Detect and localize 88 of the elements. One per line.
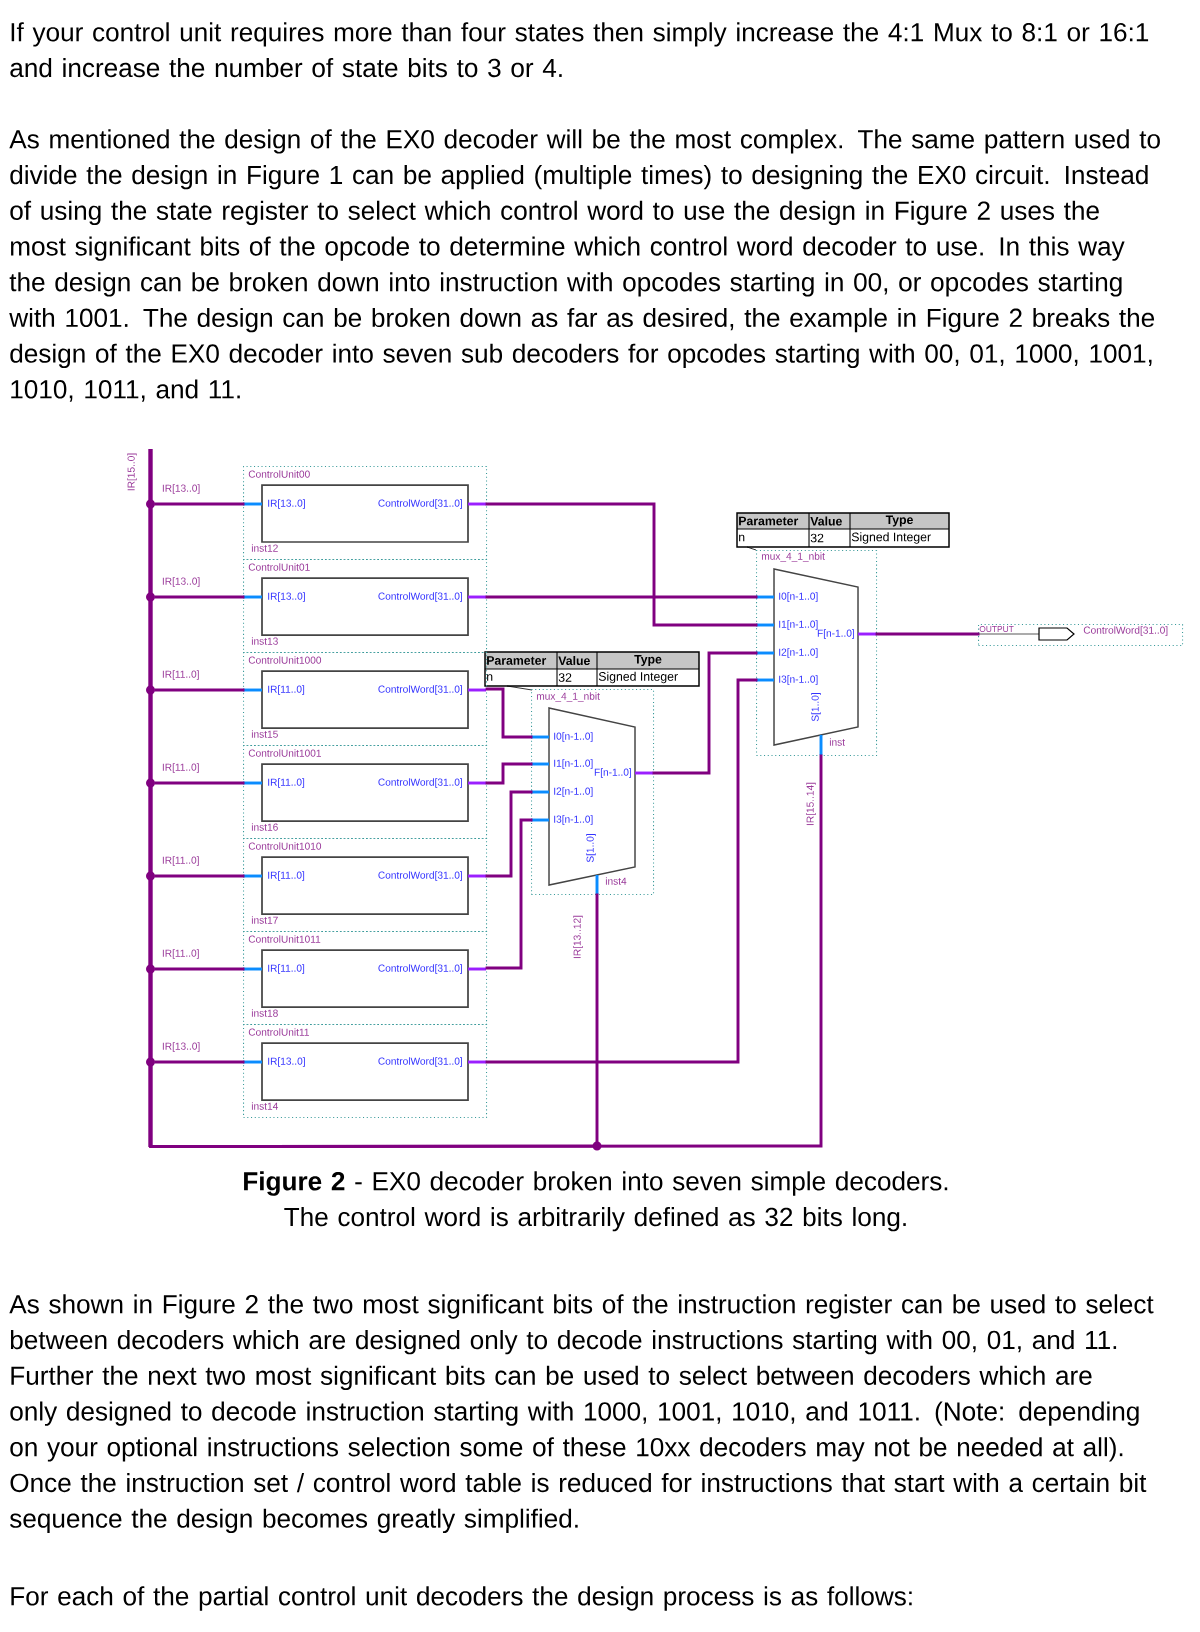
port-label: IR[11..0] <box>268 778 305 788</box>
table-cell: n <box>739 534 745 542</box>
port-label: I0[n-1..0] <box>554 732 593 742</box>
port-label: S[1..0] <box>586 834 596 863</box>
block-name: ControlUnit00 <box>248 470 310 478</box>
bus-label: IR[15..0] <box>127 453 137 491</box>
wire <box>154 967 245 971</box>
wire <box>485 678 758 1064</box>
block-name: ControlUnit1000 <box>248 656 322 664</box>
block-name: mux_4_1_nbit <box>536 692 600 702</box>
wire-label: IR[13..0] <box>161 576 201 588</box>
wire-label: IR[11..0] <box>161 669 201 681</box>
paragraph: As mentioned the design of the EX0 decoder will be the most complex. The same pattern used to divide the design in Figure 1 can be applied (multiple times) to designing the EX0 circuit. Instead of using the state register to select which control word to use the design in Figure 2 uses the most significant bits of the opcode to determine which control word decoder to use. In this way the design can be broken down into instruction with opcodes starting in 00, or opcodes starting with 1001. The design can be broken down as far as desired, the example in Figure 2 breaks the design of the EX0 decoder into seven sub decoders for opcodes starting with 00, 01, 1000, 1001, 1010, 1011, and 11. <box>9 129 1160 402</box>
port-label: IR[11..0] <box>268 871 305 881</box>
wire <box>154 595 245 599</box>
port-label: ControlWord[31..0] <box>378 778 462 788</box>
wire <box>485 818 533 970</box>
wire-label: IR[11..0] <box>161 855 201 867</box>
port-label: ControlWord[31..0] <box>378 871 462 881</box>
table-cell: Signed Integer <box>598 671 678 684</box>
port-label: IR[13..0] <box>268 592 305 602</box>
wire <box>154 502 245 506</box>
instance-label: inst4 <box>605 877 627 885</box>
wire <box>154 688 245 692</box>
block-name: ControlUnit11 <box>248 1028 309 1036</box>
table-cell: Parameter <box>487 656 547 665</box>
wire <box>485 595 758 599</box>
block-name: ControlUnit1001 <box>248 749 321 757</box>
wire-label: IR[15..14] <box>805 781 817 827</box>
table-cell: Value <box>558 656 590 665</box>
instance-label: inst16 <box>251 823 278 831</box>
port-label: ControlWord[31..0] <box>378 1057 462 1067</box>
port-label: IR[11..0] <box>268 685 305 695</box>
port-label: F[n-1..0] <box>594 768 631 778</box>
wire-label: IR[11..0] <box>161 762 201 774</box>
pin-name: ControlWord[31..0] <box>1083 626 1168 636</box>
port-label: ControlWord[31..0] <box>378 592 462 602</box>
block-name: ControlUnit01 <box>248 563 310 571</box>
figure-caption: Figure 2 - EX0 decoder broken into seven simple decoders. The control word is arbitrarily defined as 32 bits long. <box>244 1171 948 1232</box>
table-cell: Signed Integer <box>851 532 931 544</box>
port-label: I0[n-1..0] <box>779 592 818 602</box>
wire <box>149 754 823 1148</box>
paragraph: As shown in Figure 2 the two most significant bits of the instruction register can be used to select between decoders which are designed only to decode instructions starting with 00, 01, and 11. Further the next two most significant bits can be used to select between decoders which are only designed to decode instruction starting with 1000, 1001, 1010, and 1011. (Note: depending on your optional instructions selection some of these 10xx decoders may not be needed at all). Once the instruction set / control word table is reduced for instructions that start with a certain bit sequence the design becomes greatly simplified. <box>9 1294 1154 1534</box>
wire-label: IR[13..0] <box>161 483 201 495</box>
port-label: IR[13..0] <box>268 1057 305 1067</box>
instance-label: inst15 <box>251 730 278 738</box>
table-cell: Parameter <box>739 516 799 526</box>
block-name: mux_4_1_nbit <box>761 552 825 562</box>
wire <box>154 1060 245 1064</box>
port-label: ControlWord[31..0] <box>378 685 462 695</box>
port-label: ControlWord[31..0] <box>378 964 462 974</box>
instance-label: inst12 <box>251 544 278 552</box>
port-label: I1[n-1..0] <box>554 759 593 769</box>
port-label: ControlWord[31..0] <box>378 499 462 509</box>
port-label: I2[n-1..0] <box>779 648 818 658</box>
port-label: I1[n-1..0] <box>779 620 818 630</box>
wire <box>875 632 980 636</box>
wire <box>154 781 245 785</box>
port-label: I3[n-1..0] <box>554 815 593 825</box>
instance-label: inst14 <box>251 1102 278 1110</box>
port-label: IR[13..0] <box>268 499 305 509</box>
table-cell: Type <box>885 515 913 527</box>
instance-label: inst17 <box>251 916 278 924</box>
wire-label: IR[13..0] <box>161 1041 201 1053</box>
instance-label: inst <box>829 738 845 746</box>
instance-label: inst13 <box>251 637 278 645</box>
wire <box>652 651 758 775</box>
wire <box>485 790 533 878</box>
paragraph: For each of the partial control unit decoders the design process is as follows: <box>11 1586 912 1611</box>
block-name: ControlUnit1010 <box>248 842 322 850</box>
paragraph: If your control unit requires more than four states then simply increase the 4:1 Mux to 8:1 or 16:1 and increase the number of state bits to 3 or 4. <box>10 22 1149 78</box>
block-name: ControlUnit1011 <box>248 935 321 943</box>
wire <box>154 874 245 878</box>
port-label: I3[n-1..0] <box>779 675 818 685</box>
port-label: I2[n-1..0] <box>554 787 593 797</box>
pin-type-label: OUTPUT <box>979 626 1014 632</box>
table-cell: Type <box>634 655 662 666</box>
wire <box>485 687 533 739</box>
wire-label: IR[13..12] <box>572 914 584 960</box>
wire <box>485 502 758 627</box>
table-cell: n <box>487 674 493 681</box>
port-label: F[n-1..0] <box>817 629 854 639</box>
instance-label: inst18 <box>251 1009 278 1017</box>
wire-label: IR[11..0] <box>161 948 201 960</box>
port-label: IR[11..0] <box>268 964 305 974</box>
table-cell: Value <box>810 516 842 526</box>
port-label: S[1..0] <box>811 693 821 722</box>
wire <box>485 762 533 785</box>
